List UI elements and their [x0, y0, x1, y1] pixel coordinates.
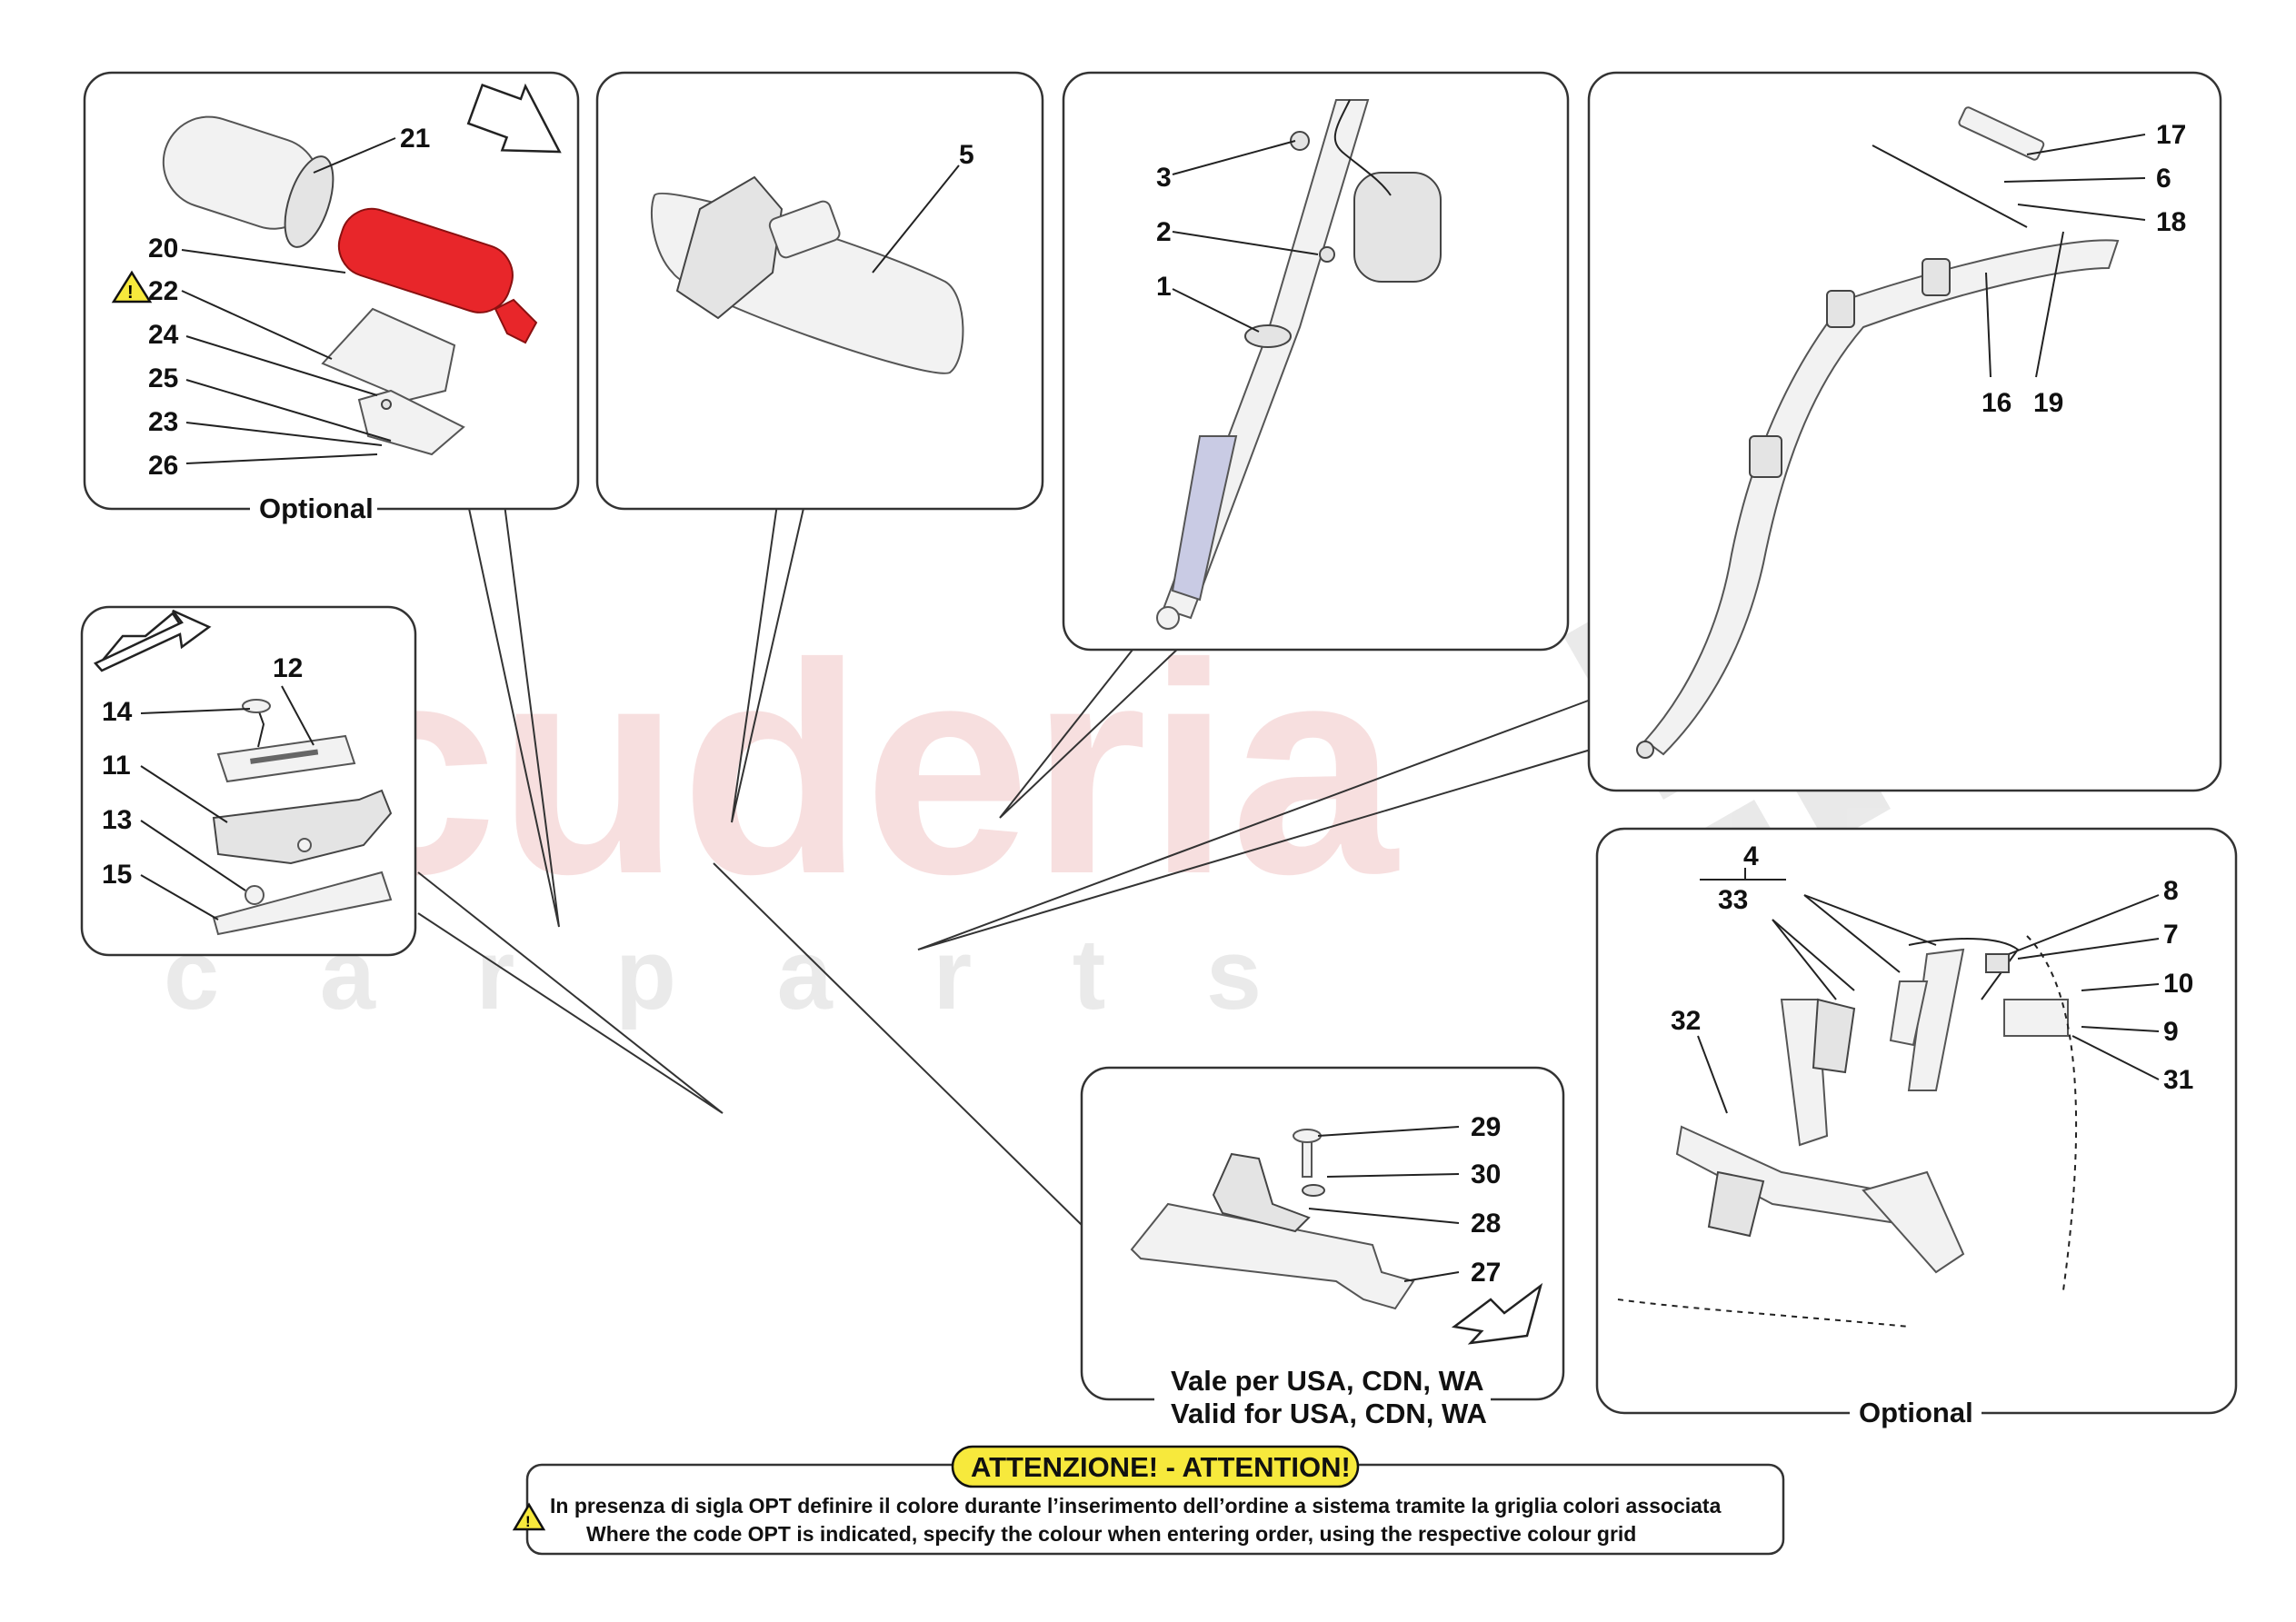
- warning-title: ATTENZIONE! - ATTENTION!: [971, 1451, 1351, 1483]
- panel-caption: Valid for USA, CDN, WA: [1171, 1398, 1487, 1429]
- callout-label: 31: [2163, 1065, 2193, 1095]
- panel-caption: Optional: [1859, 1397, 1973, 1428]
- callout-label: 27: [1471, 1258, 1501, 1288]
- warning-line-english: Where the code OPT is indicated, specify…: [586, 1522, 1636, 1546]
- panel-belt: 3 2 1: [1062, 71, 1570, 652]
- callout-label: 30: [1471, 1159, 1501, 1189]
- plate-part: [212, 699, 393, 936]
- warning-triangle-icon: !: [512, 1502, 546, 1531]
- callout-label: 6: [2156, 164, 2171, 194]
- callout-label: 28: [1471, 1209, 1501, 1239]
- callout-label: 32: [1671, 1006, 1701, 1036]
- callout-label: 10: [2163, 969, 2193, 999]
- leader-lines-extinguisher: [181, 137, 396, 464]
- svg-text:!: !: [525, 1513, 531, 1530]
- callout-label: 12: [273, 653, 303, 683]
- panel-extinguisher: 21 20 ! 22 24 25 23 26 Optional: [83, 71, 580, 527]
- callout-label: 4: [1743, 841, 1759, 871]
- seat-belt-part: [1156, 99, 1442, 630]
- panel-mirror: 5: [595, 71, 1044, 511]
- callout-label: 2: [1156, 217, 1172, 247]
- racing-harness-part: [1617, 935, 2078, 1328]
- callout-label: 26: [148, 451, 178, 481]
- callout-label: 17: [2156, 120, 2186, 150]
- callout-label: 20: [148, 234, 178, 264]
- callout-label: 29: [1471, 1112, 1501, 1142]
- callout-label: 14: [102, 697, 133, 727]
- callout-label: 13: [102, 805, 132, 835]
- arrow-icon: [1451, 1282, 1543, 1345]
- extinguisher-cover-part: [162, 115, 334, 248]
- callout-label: 3: [1156, 163, 1172, 193]
- callout-label: 18: [2156, 207, 2186, 237]
- arrow-icon: [466, 83, 562, 154]
- panel-caption: Vale per USA, CDN, WA: [1171, 1365, 1484, 1397]
- callout-label: 15: [102, 860, 132, 890]
- callout-label: 33: [1718, 885, 1748, 915]
- callout-label: 5: [959, 140, 974, 170]
- callout-label: 16: [1982, 388, 2011, 418]
- callout-label: 8: [2163, 876, 2179, 906]
- fire-extinguisher-part: [337, 207, 538, 344]
- callout-label: 25: [148, 363, 178, 393]
- rear-view-mirror-part: [651, 175, 964, 374]
- warning-triangle-icon: !: [111, 270, 153, 304]
- panel-harness: 4 33 8 7 10 9 32 31 Optional: [1595, 827, 2238, 1431]
- callout-label: 23: [148, 407, 178, 437]
- svg-text:!: !: [127, 283, 134, 303]
- callout-leaders: [417, 503, 1592, 1228]
- panel-plate: 12 14 11 13 15: [80, 605, 417, 957]
- callout-label: 24: [148, 320, 179, 350]
- panel-caption: Optional: [259, 493, 374, 524]
- callout-label: 7: [2163, 920, 2179, 950]
- callout-label: 19: [2033, 388, 2063, 418]
- curtain-airbag-part: [1636, 106, 2120, 759]
- warning-title-badge: [951, 1445, 1360, 1488]
- warning-line-italian: In presenza di sigla OPT definire il col…: [550, 1494, 1722, 1518]
- panel-anchor: 29 30 28 27 Vale per USA, CDN, WA Valid …: [1080, 1066, 1565, 1431]
- callout-label: 11: [102, 751, 131, 781]
- callout-label: 1: [1156, 272, 1172, 302]
- callout-label: 22: [148, 276, 178, 306]
- anchor-bracket-part: [1130, 1129, 1415, 1310]
- warning-box: ATTENZIONE! - ATTENTION! ! In presenza d…: [512, 1445, 1785, 1556]
- callout-label: 9: [2163, 1017, 2179, 1047]
- panel-airbag: 17 6 18 16 19: [1587, 71, 2222, 792]
- callout-label: 21: [400, 124, 430, 154]
